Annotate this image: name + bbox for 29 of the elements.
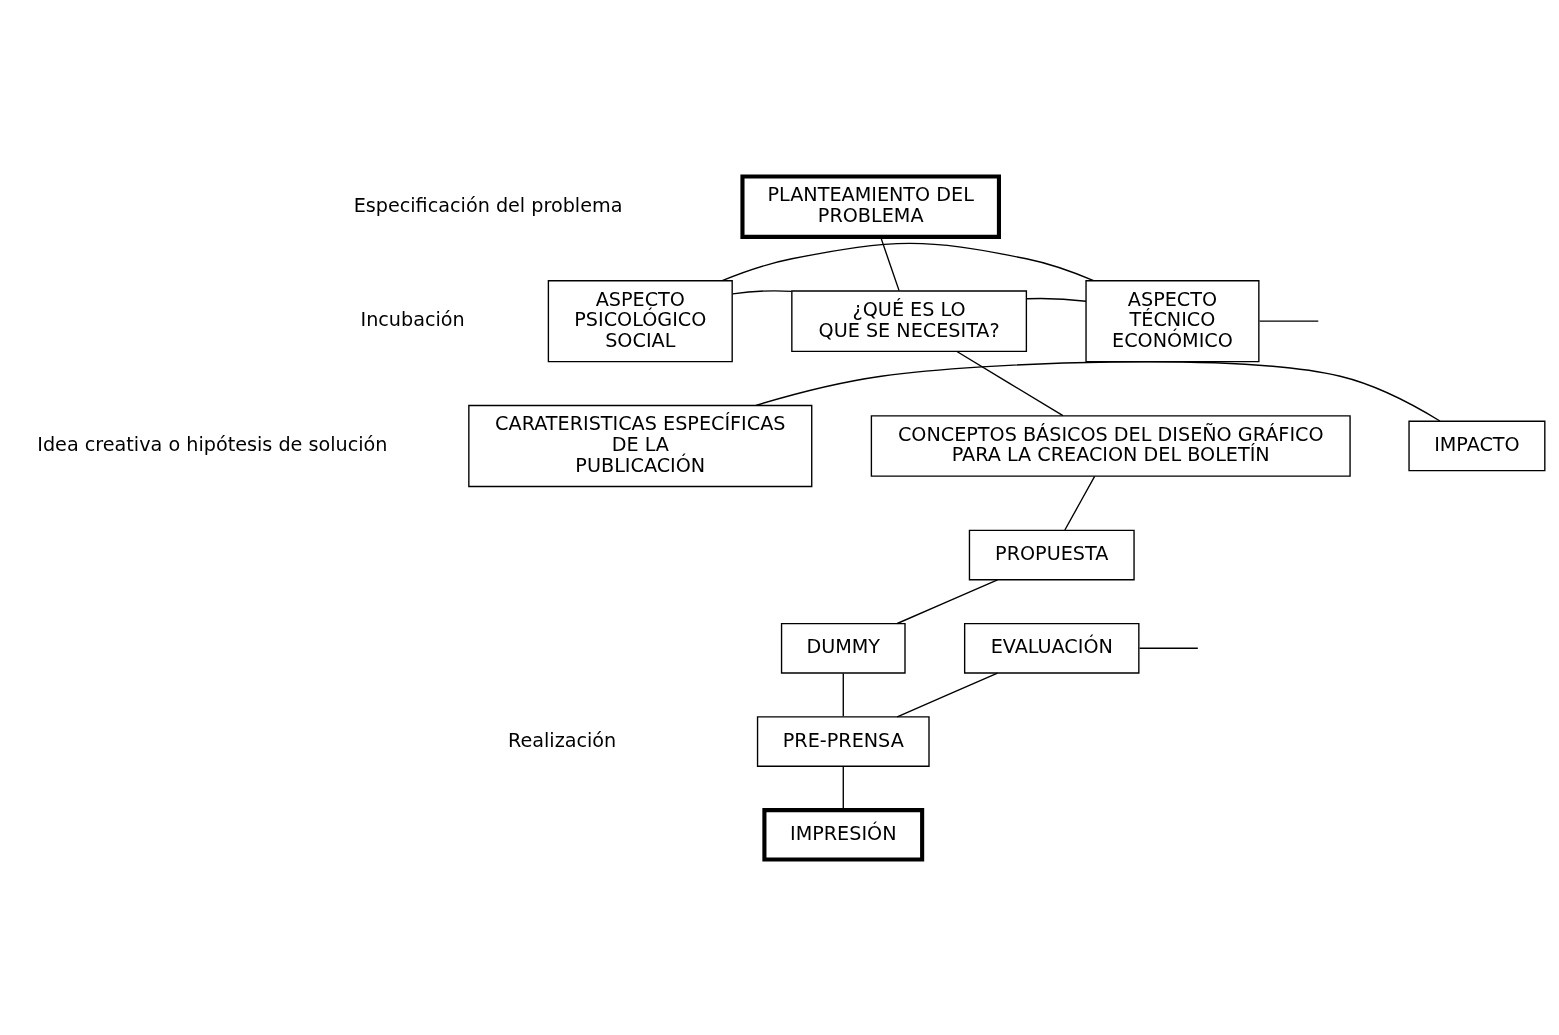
node-box: ASPECTO PSICOLÓGICO SOCIAL	[547, 279, 733, 362]
label: Incubación	[360, 307, 465, 331]
connector	[956, 350, 1064, 416]
node-box: ¿QUÉ ES LO QUE SE NECESITA?	[791, 289, 1028, 352]
connector	[1258, 320, 1319, 322]
node-box: IMPRESIÓN	[762, 807, 925, 862]
connector	[880, 236, 900, 291]
node-box: DUMMY	[780, 622, 906, 674]
connector	[732, 289, 793, 294]
connector	[842, 765, 844, 810]
connector	[755, 360, 1441, 422]
connector	[896, 578, 999, 624]
connector	[842, 672, 844, 717]
node-box: PRE-PRENSA	[756, 715, 930, 767]
label: Realización	[507, 728, 617, 752]
node-box: CARATERISTICAS ESPECÍFICAS DE LA PUBLICACIÓN	[468, 404, 813, 487]
node-box: EVALUACIÓN	[963, 622, 1140, 674]
connector	[896, 672, 999, 717]
connector	[1064, 475, 1096, 531]
connector	[1138, 647, 1199, 649]
node-box: IMPACTO	[1408, 420, 1546, 471]
label: Especificación del problema	[353, 193, 623, 217]
node-box: PLANTEAMIENTO DEL PROBLEMA	[740, 173, 1001, 239]
label: Idea creativa o hipótesis de solución	[37, 432, 388, 456]
connector	[721, 242, 1095, 281]
node-box: PROPUESTA	[968, 529, 1135, 580]
node-box: ASPECTO TÉCNICO ECONÓMICO	[1085, 279, 1260, 362]
connector	[1026, 297, 1087, 302]
node-box: CONCEPTOS BÁSICOS DEL DISEÑO GRÁFICO PARA LA CREACION DEL BOLETÍN	[870, 414, 1351, 477]
